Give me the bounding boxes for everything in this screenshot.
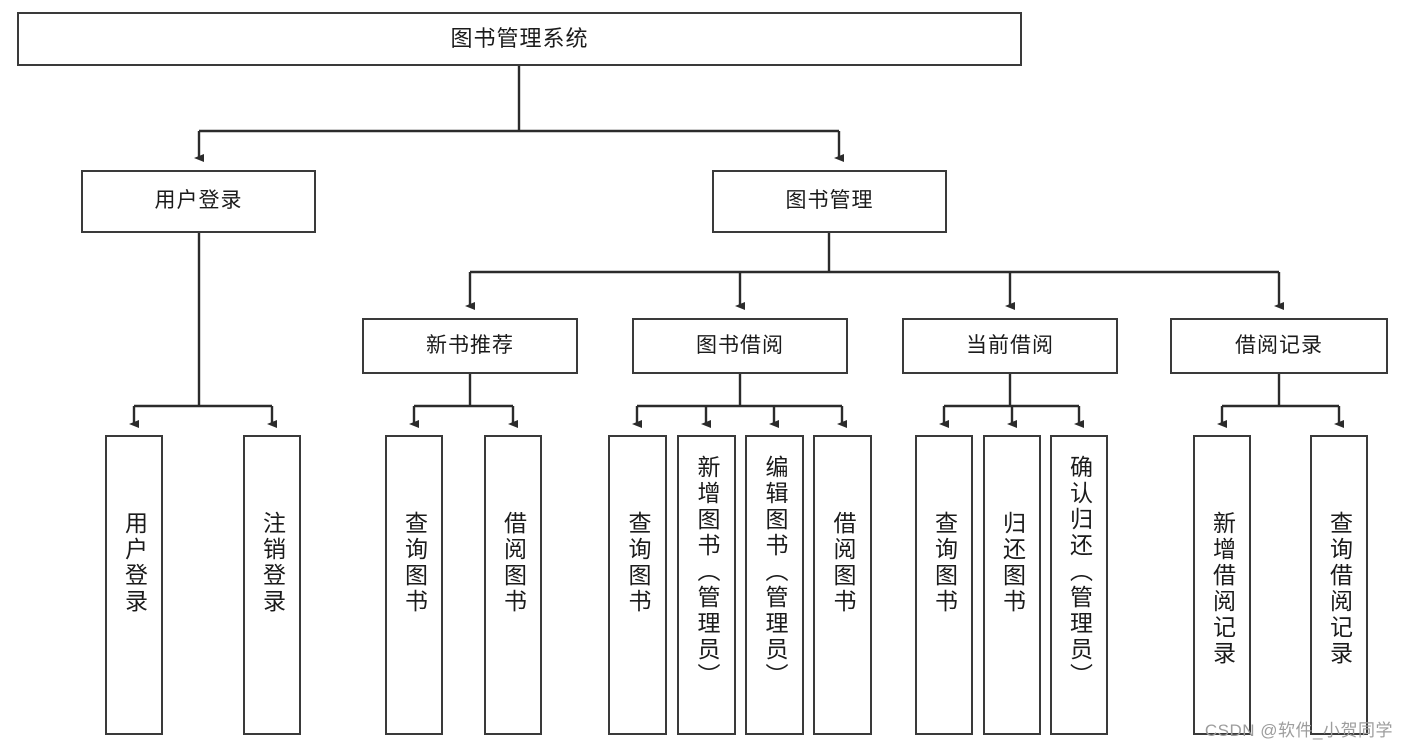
node-label: 新增图书（管理员） <box>694 455 720 689</box>
node-label: 图书管理 <box>785 189 874 213</box>
node-leaf-query-book-b[interactable]: 查询图书 <box>608 435 667 735</box>
node-book-borrow[interactable]: 图书借阅 <box>632 318 848 374</box>
node-label: 用户登录 <box>121 511 148 615</box>
node-label: 借阅图书 <box>500 511 527 615</box>
node-leaf-add-record[interactable]: 新增借阅记录 <box>1193 435 1251 735</box>
node-label: 图书管理系统 <box>450 26 589 52</box>
node-user-login[interactable]: 用户登录 <box>81 170 316 233</box>
node-leaf-query-record[interactable]: 查询借阅记录 <box>1310 435 1368 735</box>
node-label: 查询图书 <box>931 511 958 615</box>
node-leaf-user-logout[interactable]: 注销登录 <box>243 435 301 735</box>
node-label: 归还图书 <box>999 511 1026 615</box>
node-label: 借阅图书 <box>830 511 856 615</box>
node-label: 查询图书 <box>625 511 651 615</box>
node-label: 借阅记录 <box>1235 333 1323 357</box>
node-leaf-query-book-c[interactable]: 查询图书 <box>915 435 973 735</box>
node-leaf-edit-book[interactable]: 编辑图书（管理员） <box>745 435 804 735</box>
node-leaf-confirm-return[interactable]: 确认归还（管理员） <box>1050 435 1108 735</box>
node-borrow-record[interactable]: 借阅记录 <box>1170 318 1388 374</box>
node-label: 新书推荐 <box>426 333 514 357</box>
watermark-text: CSDN @软件_小贺同学 <box>1204 721 1393 740</box>
node-label: 当前借阅 <box>966 333 1054 357</box>
node-leaf-query-book-rec[interactable]: 查询图书 <box>385 435 443 735</box>
node-leaf-user-login[interactable]: 用户登录 <box>105 435 163 735</box>
node-label: 注销登录 <box>259 511 286 615</box>
node-leaf-borrow-book-rec[interactable]: 借阅图书 <box>484 435 542 735</box>
node-leaf-borrow-book-b[interactable]: 借阅图书 <box>813 435 872 735</box>
node-label: 确认归还（管理员） <box>1066 455 1093 689</box>
node-root[interactable]: 图书管理系统 <box>17 12 1022 66</box>
node-current-borrow[interactable]: 当前借阅 <box>902 318 1118 374</box>
node-new-book-rec[interactable]: 新书推荐 <box>362 318 578 374</box>
node-leaf-return-book[interactable]: 归还图书 <box>983 435 1041 735</box>
node-label: 用户登录 <box>154 189 243 213</box>
node-book-manage[interactable]: 图书管理 <box>712 170 947 233</box>
node-label: 编辑图书（管理员） <box>762 455 788 689</box>
node-label: 图书借阅 <box>696 333 784 357</box>
node-label: 查询图书 <box>401 511 428 615</box>
node-leaf-add-book[interactable]: 新增图书（管理员） <box>677 435 736 735</box>
node-label: 查询借阅记录 <box>1326 511 1353 667</box>
node-label: 新增借阅记录 <box>1209 511 1236 667</box>
